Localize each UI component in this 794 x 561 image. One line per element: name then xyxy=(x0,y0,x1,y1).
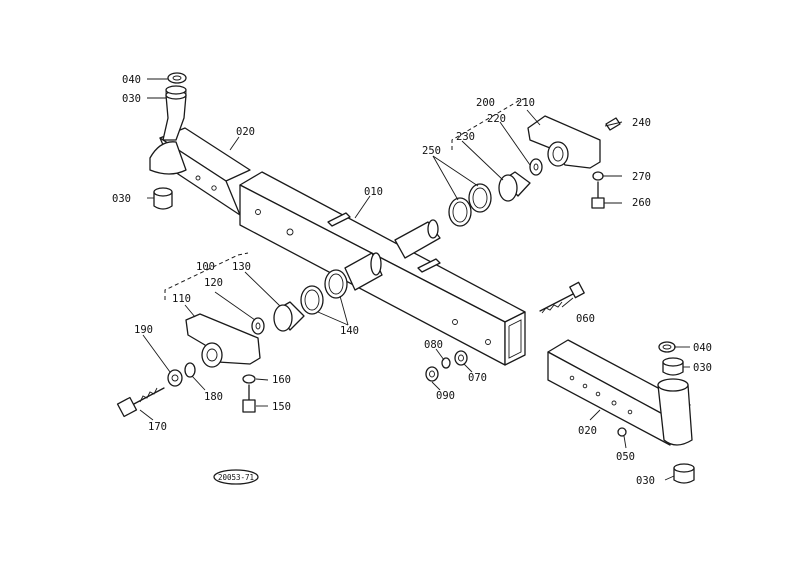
nut-090 xyxy=(425,366,439,382)
label-020-left: 020 xyxy=(236,126,255,138)
right-seal-top xyxy=(658,341,676,353)
washer-220 xyxy=(529,158,543,176)
label-260: 260 xyxy=(632,197,651,209)
left-bushing-top xyxy=(165,85,187,98)
part-labels: 040 030 020 030 010 200 210 220 230 250 … xyxy=(112,74,712,487)
bushing-230 xyxy=(498,171,531,202)
label-270: 270 xyxy=(632,171,651,183)
support-bracket-110 xyxy=(185,313,261,368)
label-030-left-top: 030 xyxy=(122,93,141,105)
label-070: 070 xyxy=(468,372,487,384)
pivot-shaft xyxy=(344,219,441,291)
label-110: 110 xyxy=(172,293,191,305)
label-190: 190 xyxy=(134,324,153,336)
bolt-150 xyxy=(242,384,256,413)
label-090: 090 xyxy=(436,390,455,402)
washer-270 xyxy=(592,171,604,181)
thrust-collar-250-a xyxy=(468,183,492,213)
right-bushing-top xyxy=(662,357,684,376)
label-210: 210 xyxy=(516,97,535,109)
label-030-left-bottom: 030 xyxy=(112,193,131,205)
label-100: 100 xyxy=(196,261,215,273)
label-250: 250 xyxy=(422,145,441,157)
label-140: 140 xyxy=(340,325,359,337)
label-180: 180 xyxy=(204,391,223,403)
label-150: 150 xyxy=(272,401,291,413)
left-bushing-bottom xyxy=(153,187,173,210)
right-kingpin-housing xyxy=(657,378,693,446)
label-040-left: 040 xyxy=(122,74,141,86)
washer-180 xyxy=(184,362,196,378)
label-200: 200 xyxy=(476,97,495,109)
leader-lines xyxy=(139,78,690,481)
washer-080 xyxy=(441,357,451,369)
nut-190 xyxy=(167,369,183,387)
axle-arm-right xyxy=(547,339,691,446)
label-170: 170 xyxy=(148,421,167,433)
washer-120 xyxy=(251,317,265,335)
support-bracket-210 xyxy=(527,115,601,169)
drawing-stamp: 20053-71 xyxy=(213,469,259,485)
label-220: 220 xyxy=(487,113,506,125)
bolt-260 xyxy=(591,181,605,209)
thrust-collar-250-b xyxy=(448,197,472,227)
grease-nipple-050 xyxy=(617,427,627,437)
label-080: 080 xyxy=(424,339,443,351)
label-160: 160 xyxy=(272,374,291,386)
group-100-outline xyxy=(164,252,249,300)
label-010: 010 xyxy=(364,186,383,198)
label-230: 230 xyxy=(456,131,475,143)
washer-160 xyxy=(242,374,256,384)
bushing-130 xyxy=(273,301,305,332)
thrust-collar-140-b xyxy=(324,269,348,299)
label-120: 120 xyxy=(204,277,223,289)
right-bushing-bottom xyxy=(673,463,695,484)
label-130: 130 xyxy=(232,261,251,273)
left-seal-top xyxy=(167,72,187,84)
label-050: 050 xyxy=(616,451,635,463)
label-030-right-top: 030 xyxy=(693,362,712,374)
label-030-right-bottom: 030 xyxy=(636,475,655,487)
nut-070 xyxy=(454,350,468,366)
group-200-outline xyxy=(451,97,529,150)
thrust-collar-140-a xyxy=(300,285,324,315)
bolt-060 xyxy=(539,281,585,314)
label-240: 240 xyxy=(632,117,651,129)
label-020-right: 020 xyxy=(578,425,597,437)
label-040-right: 040 xyxy=(693,342,712,354)
stamp-text: 20053-71 xyxy=(218,473,254,482)
bolt-170 xyxy=(116,387,165,418)
label-060: 060 xyxy=(576,313,595,325)
